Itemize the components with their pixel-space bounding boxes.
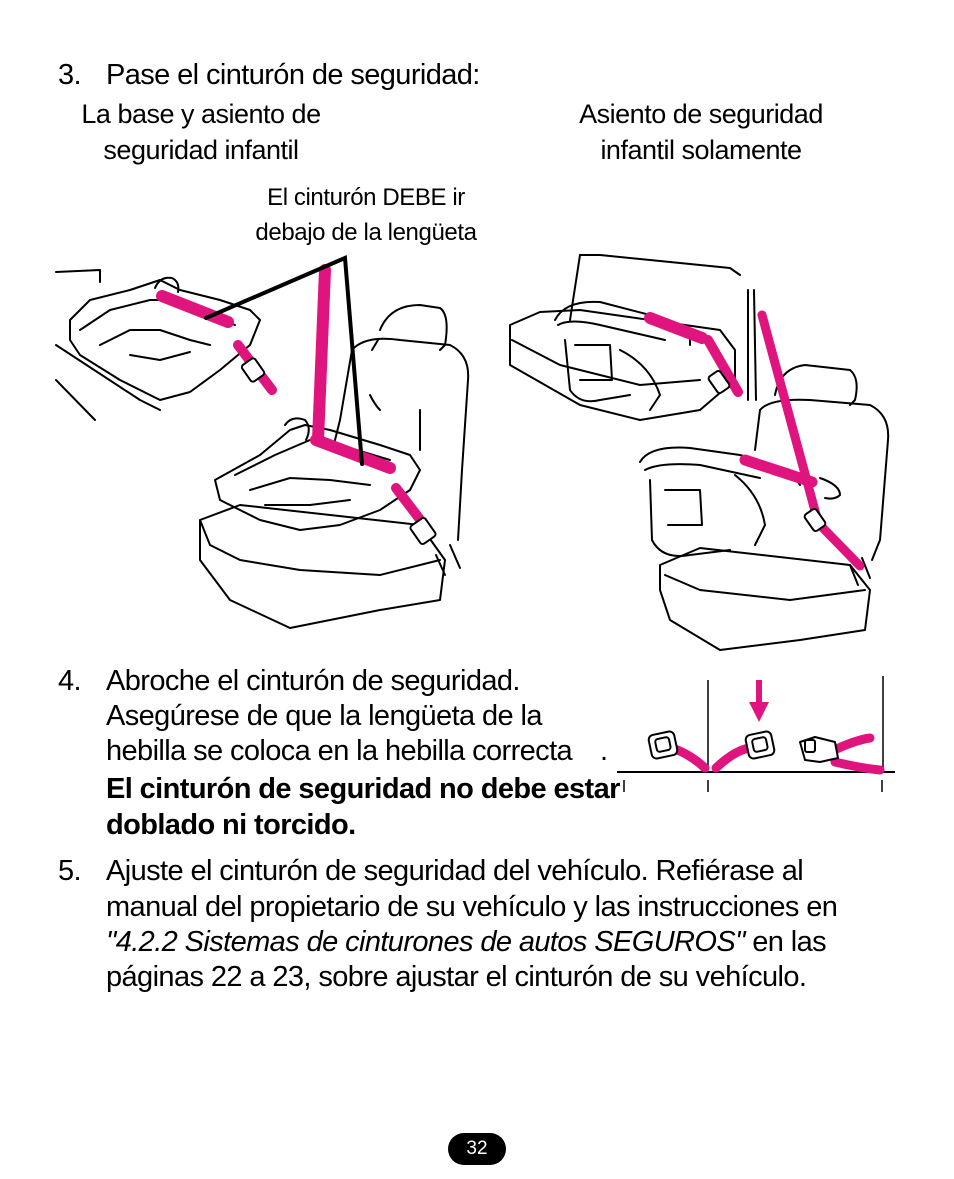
step-5-line1: Ajuste el cinturón de seguridad del vehí…	[106, 855, 804, 887]
step-4-line3: hebilla se coloca en la hebilla correcta	[106, 735, 573, 767]
right-heading-line2: infantil solamente	[600, 135, 802, 165]
down-arrow-icon	[749, 680, 769, 722]
page-number-badge: 32	[448, 1133, 506, 1165]
step-4-line1: Abroche el cinturón de seguridad.	[106, 665, 520, 697]
step-4-line3-suffix: .	[600, 735, 608, 767]
step-4-bold-line1: El cinturón de seguridad no debe estar	[106, 773, 620, 805]
step-3-text: Pase el cinturón de seguridad:	[106, 59, 480, 91]
safety-systems-reference: "4.2.2 Sistemas de cinturones de autos S…	[106, 926, 745, 958]
step-4-number: 4.	[58, 665, 82, 697]
callout-line1: El cinturón DEBE ir	[267, 184, 465, 211]
left-heading-line2: seguridad infantil	[103, 135, 299, 165]
step-5-line3-rest: en las	[744, 926, 827, 958]
left-heading-line1: La base y asiento de	[81, 99, 321, 129]
right-heading-line1: Asiento de seguridad	[579, 99, 823, 129]
step-4-line2: Asegúrese de que la lengüeta de la	[106, 700, 543, 732]
step-5-line4: páginas 22 a 23, sobre ajustar el cintur…	[106, 961, 807, 993]
step-5-number: 5.	[58, 855, 82, 887]
step-4-bold-line2: doblado ni torcido.	[106, 809, 356, 841]
callout-line2: debajo de la lengüeta	[255, 219, 477, 246]
step-3-number: 3.	[58, 59, 82, 91]
step-5-line3: "4.2.2 Sistemas de cinturones de autos S…	[106, 925, 827, 960]
step-5-line2: manual del propietario de su vehículo y …	[106, 891, 838, 923]
